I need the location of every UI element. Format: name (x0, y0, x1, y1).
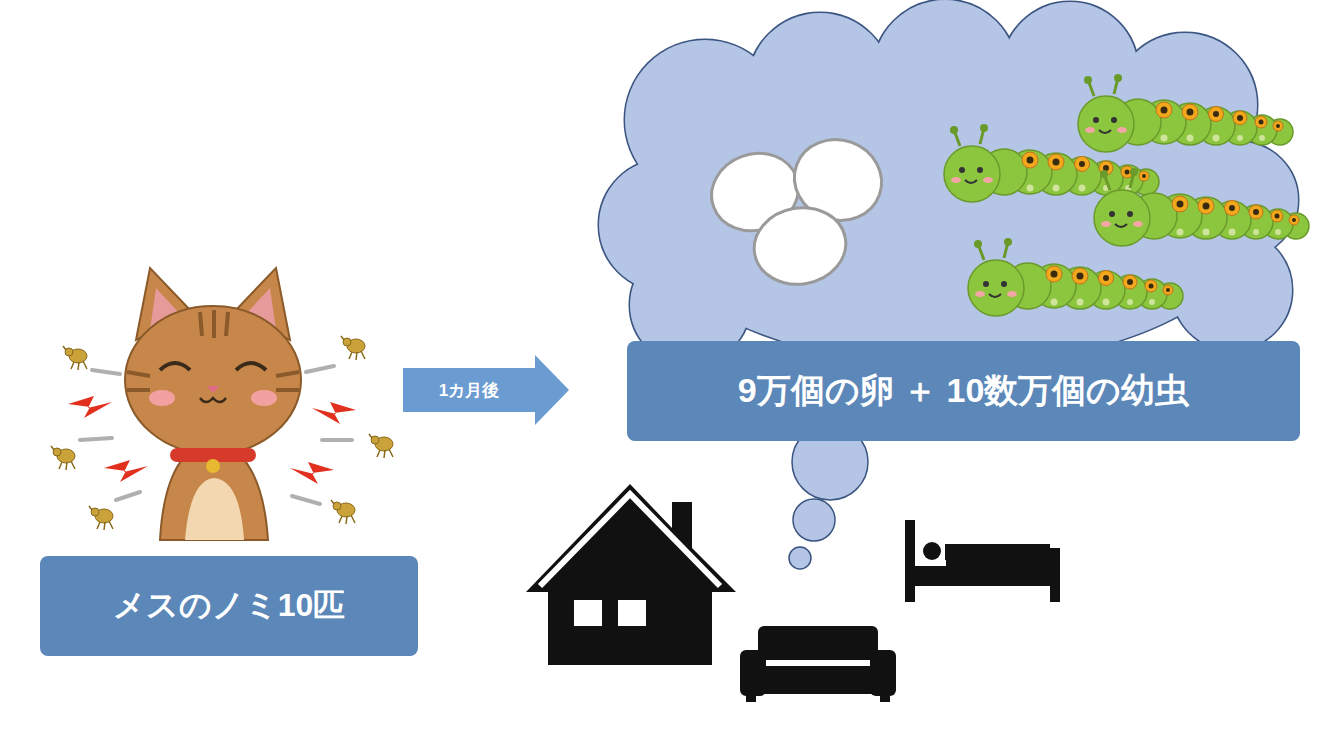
eggs (701, 127, 893, 291)
label-box: メスのノミ10匹 (40, 556, 418, 656)
thought-cloud (599, 0, 1298, 569)
house-icon (526, 484, 736, 665)
node-text: 9万個の卵 ＋ 10数万個の幼虫 (738, 368, 1190, 414)
cat-illustration (51, 268, 393, 540)
sofa-icon (740, 626, 896, 702)
node-text: メスのノミ10匹 (113, 584, 346, 628)
arrow-body (403, 355, 569, 425)
block-arrow: 1カ月後 (403, 355, 569, 425)
label-box: 9万個の卵 ＋ 10数万個の幼虫 (627, 341, 1300, 441)
bed-icon (905, 520, 1060, 602)
caterpillars (944, 74, 1309, 316)
node-text: 1カ月後 (439, 379, 499, 402)
